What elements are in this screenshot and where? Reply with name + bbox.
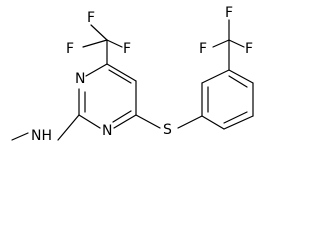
bond-c6-n1-inner — [112, 110, 132, 123]
atom-label-f-right-2: F — [245, 41, 253, 57]
atom-label-f-right-1: F — [199, 41, 207, 57]
molecule-structure-diagram: F F F N N NH S F F F — [11, 5, 254, 144]
bond-ar2-ar3-inner — [223, 111, 248, 124]
bond-cf3-f1 — [82, 39, 108, 48]
bond-c6-s — [135, 114, 161, 129]
bond-cf3r-f1 — [212, 39, 230, 48]
bond-c4-c5-inner — [108, 69, 132, 84]
atom-label-f-right-3: F — [225, 5, 233, 21]
bond-nh-methyl — [11, 132, 29, 141]
bond-cf3-f3 — [106, 39, 123, 48]
methylamine-bonds — [11, 114, 80, 141]
bond-c2-nh — [57, 114, 80, 141]
molecule-svg: F F F N N NH S F F F — [11, 5, 254, 144]
bond-ar5-ar6 — [201, 69, 230, 84]
bond-ar4-ar5-inner — [228, 75, 248, 88]
left-cf3-bonds — [82, 24, 123, 65]
bond-cf3-f2 — [90, 24, 108, 41]
bond-n1-c2 — [78, 114, 101, 129]
bond-c4-c5 — [106, 63, 137, 82]
atom-label-nh-amine: NH — [31, 128, 52, 144]
bond-n3-c4 — [85, 63, 108, 77]
atom-label-n-ring-bottom: N — [102, 123, 112, 139]
pyrimidine-ring — [78, 63, 137, 129]
bond-ar2-ar3 — [223, 115, 254, 130]
bond-s-aryl — [177, 115, 203, 129]
benzene-ring — [201, 69, 254, 130]
bond-ar1-ar2 — [201, 115, 225, 130]
atom-label-f-left-3: F — [123, 41, 131, 57]
atom-label-f-left-1: F — [66, 41, 74, 57]
right-cf3-bonds — [212, 19, 245, 71]
atom-label-f-left-2: F — [87, 10, 95, 26]
bond-c6-n1 — [113, 114, 137, 129]
bond-ar4-ar5 — [228, 69, 254, 84]
atom-label-n-ring-top: N — [75, 71, 85, 87]
bond-cf3r-f2 — [228, 39, 245, 48]
thioether-bonds — [135, 114, 203, 129]
atom-label-s-thioether: S — [163, 122, 172, 138]
